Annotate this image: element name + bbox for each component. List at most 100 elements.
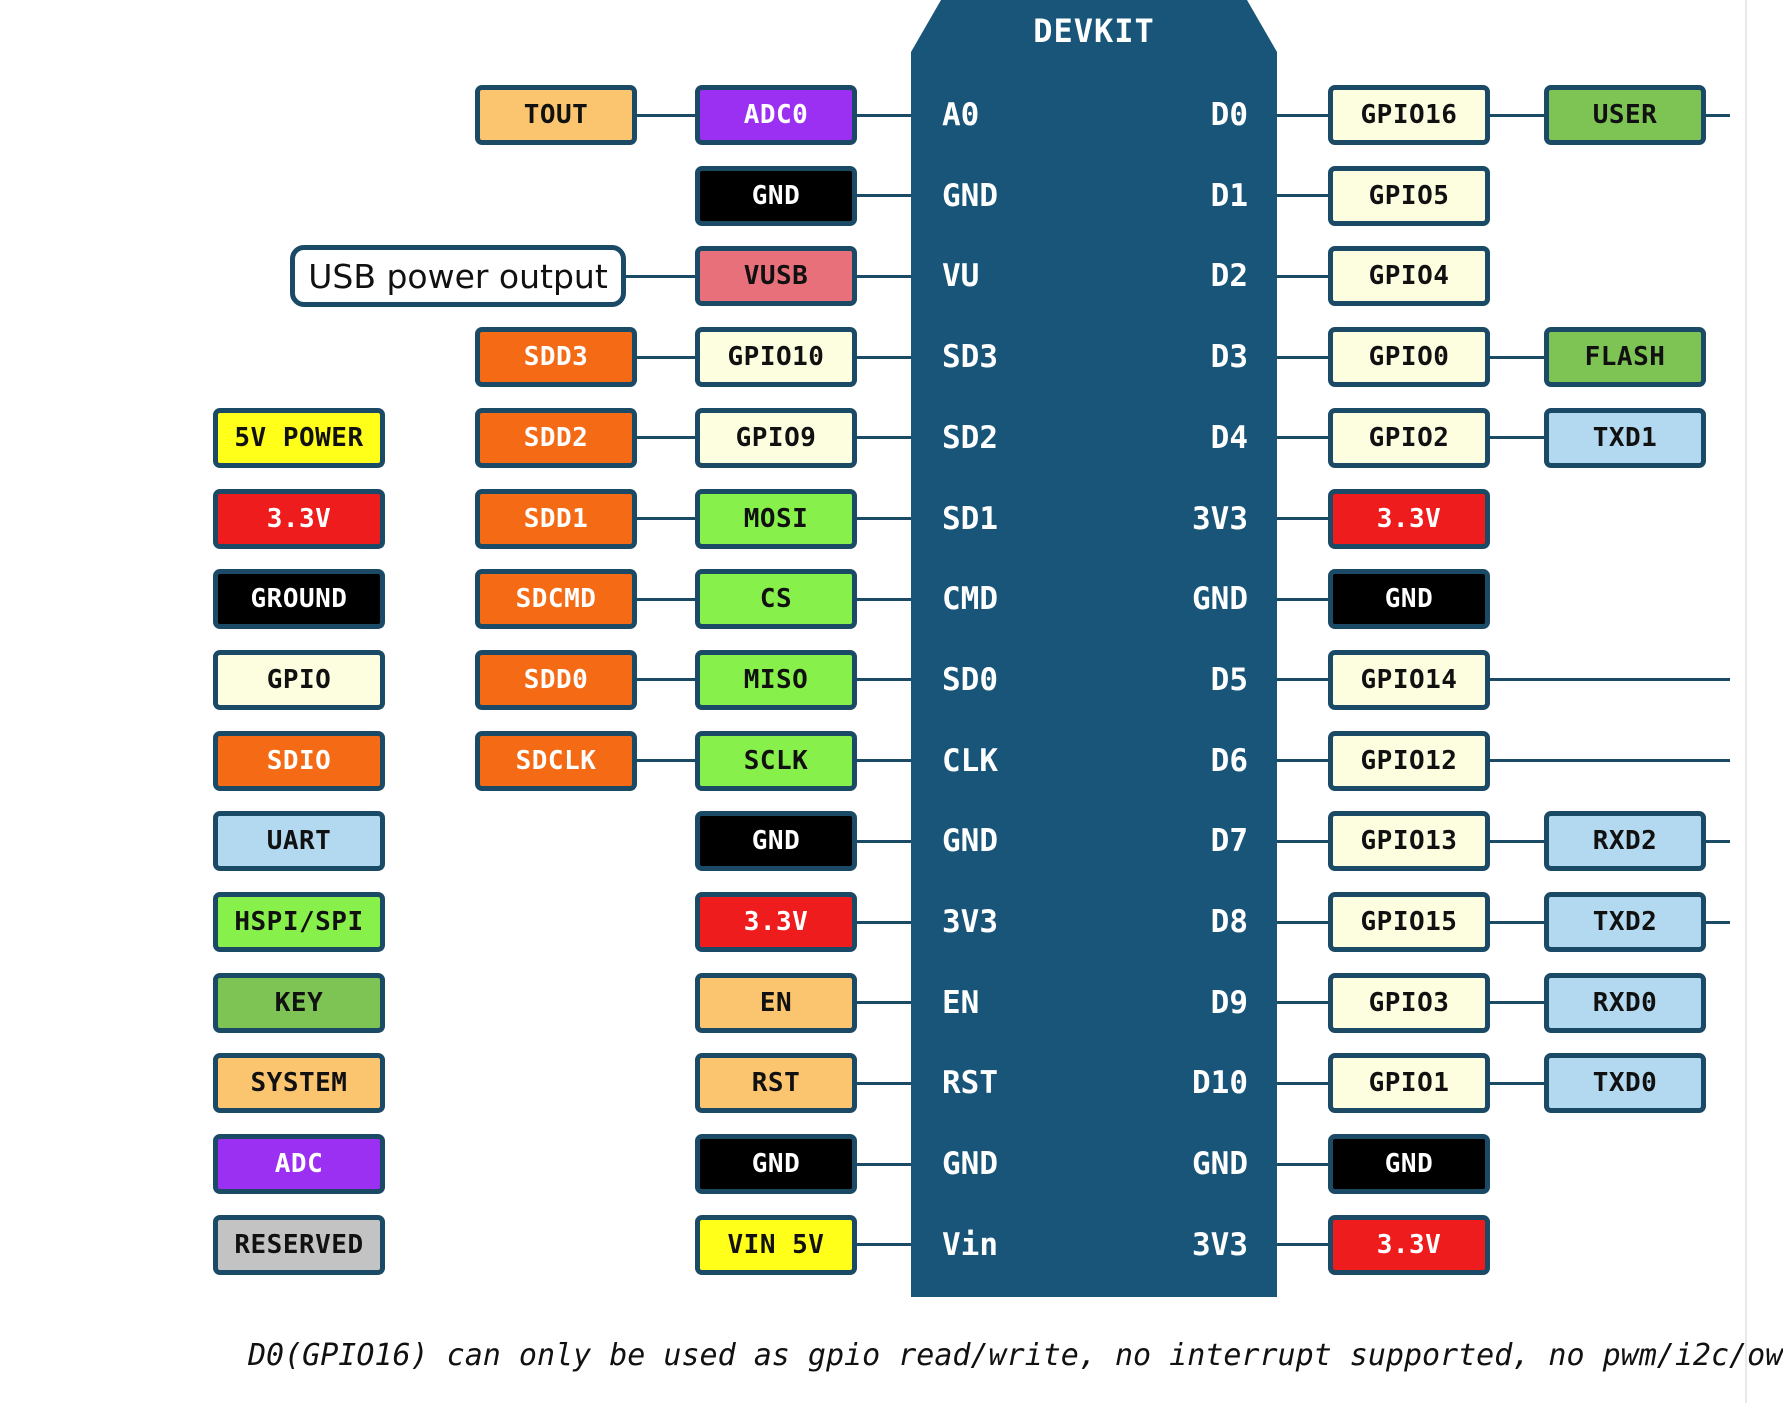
pin-line-left bbox=[855, 194, 911, 198]
outer-line-left bbox=[636, 436, 696, 440]
pin-line-right bbox=[1277, 597, 1330, 601]
outer-line-left bbox=[636, 517, 696, 520]
pin-box-gnd: GND bbox=[695, 165, 857, 226]
pin-box-txd2: TXD2 bbox=[1544, 892, 1706, 952]
pin-box-en: EN bbox=[695, 972, 857, 1033]
pin-box-gnd: GND bbox=[1328, 1134, 1490, 1195]
pin-line-left bbox=[855, 436, 911, 440]
pin-box-rst: RST bbox=[695, 1053, 857, 1114]
board-title: DEVKIT bbox=[1033, 12, 1155, 50]
pin-line-right bbox=[1277, 194, 1330, 198]
pin-label-right-d2: D2 bbox=[1210, 258, 1248, 295]
pin-box-cs: CS bbox=[695, 569, 857, 630]
pin-box-txd1: TXD1 bbox=[1544, 407, 1706, 468]
pin-label-right-d9: D9 bbox=[1210, 984, 1248, 1021]
pin-label-right-d1: D1 bbox=[1210, 177, 1248, 214]
page-edge-line bbox=[1745, 0, 1747, 1403]
pin-box-vin-5v: VIN 5V bbox=[695, 1214, 857, 1275]
pin-line-left bbox=[855, 1081, 911, 1085]
pin-box-vusb: VUSB bbox=[695, 246, 857, 307]
legend-ground: GROUND bbox=[213, 569, 385, 630]
outer-line-right bbox=[1488, 1081, 1546, 1085]
pin-label-right-d0: D0 bbox=[1210, 97, 1248, 133]
legend-system: SYSTEM bbox=[213, 1053, 385, 1114]
pin-line-left bbox=[855, 920, 911, 924]
pin-label-left-sd1: SD1 bbox=[942, 500, 998, 537]
pin-label-left-vin: Vin bbox=[942, 1226, 998, 1263]
pin-label-left-clk: CLK bbox=[942, 742, 998, 779]
pin-line-right bbox=[1277, 517, 1330, 520]
legend-3-3v: 3.3V bbox=[213, 488, 385, 549]
pin-line-left bbox=[855, 274, 911, 278]
legend-hspi-spi: HSPI/SPI bbox=[213, 892, 385, 952]
pin-box-sdd2: SDD2 bbox=[475, 407, 637, 468]
outer-line-right bbox=[1488, 355, 1546, 359]
pin-label-right-3v3: 3V3 bbox=[1192, 500, 1248, 537]
pin-box-3-3v: 3.3V bbox=[1328, 1214, 1490, 1275]
legend-gpio: GPIO bbox=[213, 649, 385, 710]
tail-line bbox=[1488, 759, 1730, 763]
pin-box-mosi: MOSI bbox=[695, 488, 857, 549]
pin-line-right bbox=[1277, 920, 1330, 924]
pin-box-sdclk: SDCLK bbox=[475, 730, 637, 791]
pin-box-sdd0: SDD0 bbox=[475, 649, 637, 710]
pin-line-right bbox=[1277, 274, 1330, 278]
outer-line-right bbox=[1488, 113, 1546, 117]
pin-label-left-vu: VU bbox=[942, 258, 980, 295]
pin-label-left-rst: RST bbox=[942, 1065, 998, 1102]
outer-line-right bbox=[1488, 920, 1546, 924]
pin-box-gnd: GND bbox=[695, 811, 857, 872]
pin-label-right-d5: D5 bbox=[1210, 661, 1248, 698]
devkit-board bbox=[911, 0, 1277, 1297]
outer-line-left bbox=[636, 355, 696, 359]
outer-line-right bbox=[1488, 436, 1546, 440]
pin-box-flash: FLASH bbox=[1544, 327, 1706, 388]
pin-line-left bbox=[855, 355, 911, 359]
pin-line-left bbox=[855, 597, 911, 601]
legend-adc: ADC bbox=[213, 1134, 385, 1195]
footnote: D0(GPIO16) can only be used as gpio read… bbox=[248, 1338, 1783, 1373]
note-line bbox=[626, 274, 696, 278]
pin-box-3-3v: 3.3V bbox=[695, 892, 857, 952]
pin-line-right bbox=[1277, 759, 1330, 763]
pin-box-gpio4: GPIO4 bbox=[1328, 246, 1490, 307]
tail-line bbox=[1704, 920, 1730, 924]
pin-box-sdd1: SDD1 bbox=[475, 488, 637, 549]
pin-box-txd0: TXD0 bbox=[1544, 1053, 1706, 1114]
pin-label-right-d4: D4 bbox=[1210, 419, 1248, 456]
pin-box-sclk: SCLK bbox=[695, 730, 857, 791]
pin-box-gnd: GND bbox=[695, 1134, 857, 1195]
pin-box-gpio9: GPIO9 bbox=[695, 407, 857, 468]
pin-box-3-3v: 3.3V bbox=[1328, 488, 1490, 549]
pin-line-left bbox=[855, 1162, 911, 1166]
pin-label-left-sd2: SD2 bbox=[942, 419, 998, 456]
pin-line-left bbox=[855, 517, 911, 520]
pin-box-gpio0: GPIO0 bbox=[1328, 327, 1490, 388]
pin-box-gpio5: GPIO5 bbox=[1328, 165, 1490, 226]
pin-line-left bbox=[855, 759, 911, 763]
pin-line-right bbox=[1277, 839, 1330, 843]
pin-label-left-sd0: SD0 bbox=[942, 661, 998, 698]
pin-box-tout: TOUT bbox=[475, 85, 637, 145]
legend-uart: UART bbox=[213, 811, 385, 872]
pin-line-right bbox=[1277, 436, 1330, 440]
pin-box-gpio16: GPIO16 bbox=[1328, 85, 1490, 145]
legend-sdio: SDIO bbox=[213, 730, 385, 791]
pin-box-gpio2: GPIO2 bbox=[1328, 407, 1490, 468]
pin-label-right-d7: D7 bbox=[1210, 823, 1248, 860]
tail-line bbox=[1704, 839, 1730, 843]
pin-line-right bbox=[1277, 113, 1330, 117]
pin-label-right-d10: D10 bbox=[1192, 1065, 1248, 1102]
pin-label-right-d6: D6 bbox=[1210, 742, 1248, 779]
pin-box-rxd0: RXD0 bbox=[1544, 972, 1706, 1033]
pin-box-miso: MISO bbox=[695, 649, 857, 710]
outer-line-left bbox=[636, 759, 696, 763]
pin-box-rxd2: RXD2 bbox=[1544, 811, 1706, 872]
tail-line bbox=[1488, 678, 1730, 682]
pin-label-right-3v3: 3V3 bbox=[1192, 1226, 1248, 1263]
pin-label-left-gnd: GND bbox=[942, 177, 998, 214]
pin-label-left-a0: A0 bbox=[942, 97, 980, 133]
pin-box-user: USER bbox=[1544, 85, 1706, 145]
outer-line-right bbox=[1488, 839, 1546, 843]
pin-label-left-gnd: GND bbox=[942, 1146, 998, 1183]
